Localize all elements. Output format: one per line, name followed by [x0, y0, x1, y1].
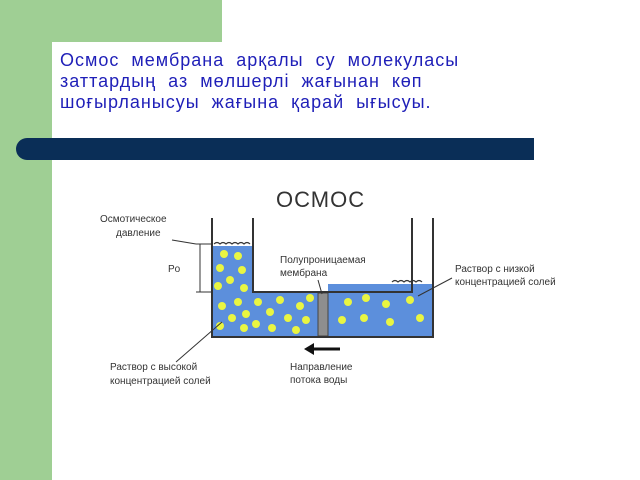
p0-label: Po: [168, 264, 181, 275]
membrane-pointer: [317, 279, 323, 295]
vessel-inner-wall: [252, 218, 413, 293]
membrane-label-2: мембрана: [280, 267, 328, 279]
membrane-label-1: Полупроницаемая: [280, 255, 366, 266]
flow-direction-label-1: Направление: [290, 362, 353, 373]
water-surface-left: [213, 241, 251, 245]
slide-title-line-2: заттардың аз мөлшерлі жағынан көп: [60, 71, 423, 91]
top-accent-block: [52, 0, 222, 42]
left-accent-bar: [0, 0, 52, 480]
solute-particles: [214, 250, 424, 334]
slide-title-line-3: шоғырланысуы жағына қарай ығысуы.: [60, 92, 432, 112]
flow-direction-label-2: потока воды: [290, 375, 347, 386]
title-divider-rule: [16, 138, 534, 160]
high-concentration-pointer: [175, 321, 223, 363]
water-flow-arrowhead: [304, 343, 314, 355]
low-concentration-label-1: Раствор с низкой: [455, 264, 535, 275]
semipermeable-membrane: [317, 292, 329, 337]
vessel-outer-wall: [211, 218, 434, 338]
low-concentration-label-2: концентрацией солей: [455, 277, 556, 288]
slide-title-line-1: Осмос мембрана арқалы су молекуласы: [60, 50, 460, 70]
osmotic-pressure-label-1: Осмотическое: [100, 214, 167, 225]
water-surface-right: [391, 279, 423, 283]
high-concentration-label-2: концентрацией солей: [110, 376, 211, 387]
high-concentration-label-1: Раствор с высокой: [110, 362, 197, 373]
diagram-heading: ОСМОС: [276, 187, 365, 212]
low-concentration-pointer: [417, 277, 453, 297]
slide-title: Осмос мембрана арқалы су молекуласы затт…: [60, 50, 540, 113]
osmotic-pressure-label-2: давление: [116, 228, 161, 239]
